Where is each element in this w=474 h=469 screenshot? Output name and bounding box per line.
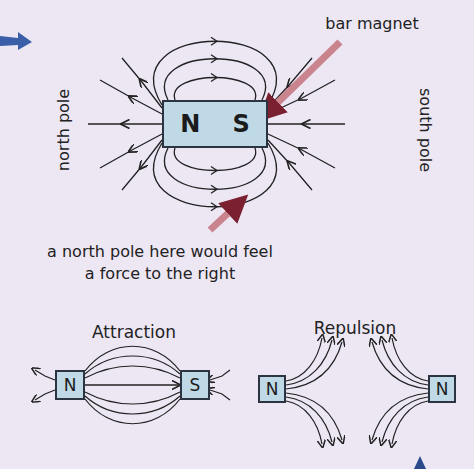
- pole-letter: N: [266, 379, 279, 399]
- pole-letter: S: [190, 375, 201, 395]
- section-title: Attraction: [69, 321, 199, 344]
- pointer-arrow: [0, 32, 32, 50]
- section-title: Repulsion: [290, 317, 420, 340]
- pole-label: north pole: [53, 70, 75, 190]
- callout-arrow: [210, 204, 238, 230]
- pole-letter: S: [233, 110, 250, 138]
- repulsion-lines: [286, 338, 428, 444]
- callout-note: a north pole here would feel a force to …: [40, 241, 280, 284]
- pole-letter: N: [64, 375, 77, 395]
- callout-arrow: [268, 42, 340, 112]
- field-line: [85, 384, 180, 385]
- bar-magnet: NS: [162, 100, 268, 148]
- pole-letter: N: [180, 110, 200, 138]
- attraction-lines: [35, 346, 230, 424]
- magnet-pole: S: [180, 370, 210, 400]
- magnet-pole: N: [55, 370, 85, 400]
- magnet-pole: N: [258, 375, 286, 403]
- magnet-pole: N: [428, 375, 456, 403]
- pointer-arrow: [414, 456, 426, 469]
- part-label: bar magnet: [307, 13, 437, 35]
- field-lines: [88, 37, 345, 211]
- pole-label: south pole: [414, 70, 436, 190]
- pole-letter: N: [436, 379, 449, 399]
